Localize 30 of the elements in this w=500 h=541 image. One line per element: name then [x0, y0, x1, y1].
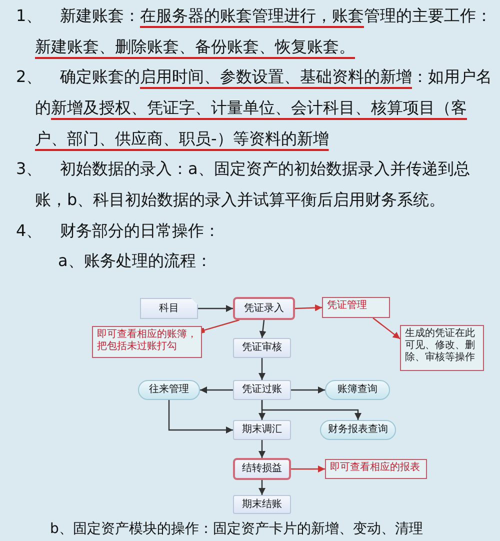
paragraph: 财务部分的日常操作：: [59, 220, 221, 242]
arrow: [168, 400, 233, 434]
process-box: 期末结账: [233, 495, 291, 514]
arrow: [258, 358, 266, 380]
arrow: [261, 400, 362, 420]
process-box: 凭证审核: [233, 338, 291, 358]
arrow: [291, 386, 325, 394]
terminal-box: 账簿查询: [325, 380, 390, 400]
document-box: 科目: [140, 298, 198, 319]
terminal-box: 财务报表查询: [320, 420, 396, 440]
arrow: [372, 318, 400, 340]
terminal-box: 往来管理: [138, 380, 200, 400]
callout-box: 生成的凭证在此可见、修改、删除、审核等操作: [400, 325, 484, 371]
list-number: 4、: [16, 220, 42, 242]
arrow: [198, 305, 233, 312]
callout-box: 凭证管理: [322, 297, 390, 318]
arrow: [258, 440, 266, 458]
process-box: 凭证过账: [233, 380, 291, 400]
arrow: [294, 304, 322, 312]
arrow: [291, 466, 325, 472]
arrow: [258, 480, 266, 495]
process-box: 凭证录入: [233, 297, 295, 320]
arrow: [259, 320, 266, 338]
sub-heading: a、账务处理的流程：: [58, 250, 212, 272]
arrow: [200, 386, 233, 394]
callout-box: 即可查看相应的报表: [325, 459, 427, 479]
process-box: 期末调汇: [233, 420, 291, 440]
process-box: 结转损益: [233, 458, 291, 480]
callout-box: 即可查看相应的账簿，把包括未过账打勾: [92, 326, 202, 358]
paragraph: b、固定资产模块的操作：固定资产卡片的新增、变动、清理: [50, 520, 423, 539]
